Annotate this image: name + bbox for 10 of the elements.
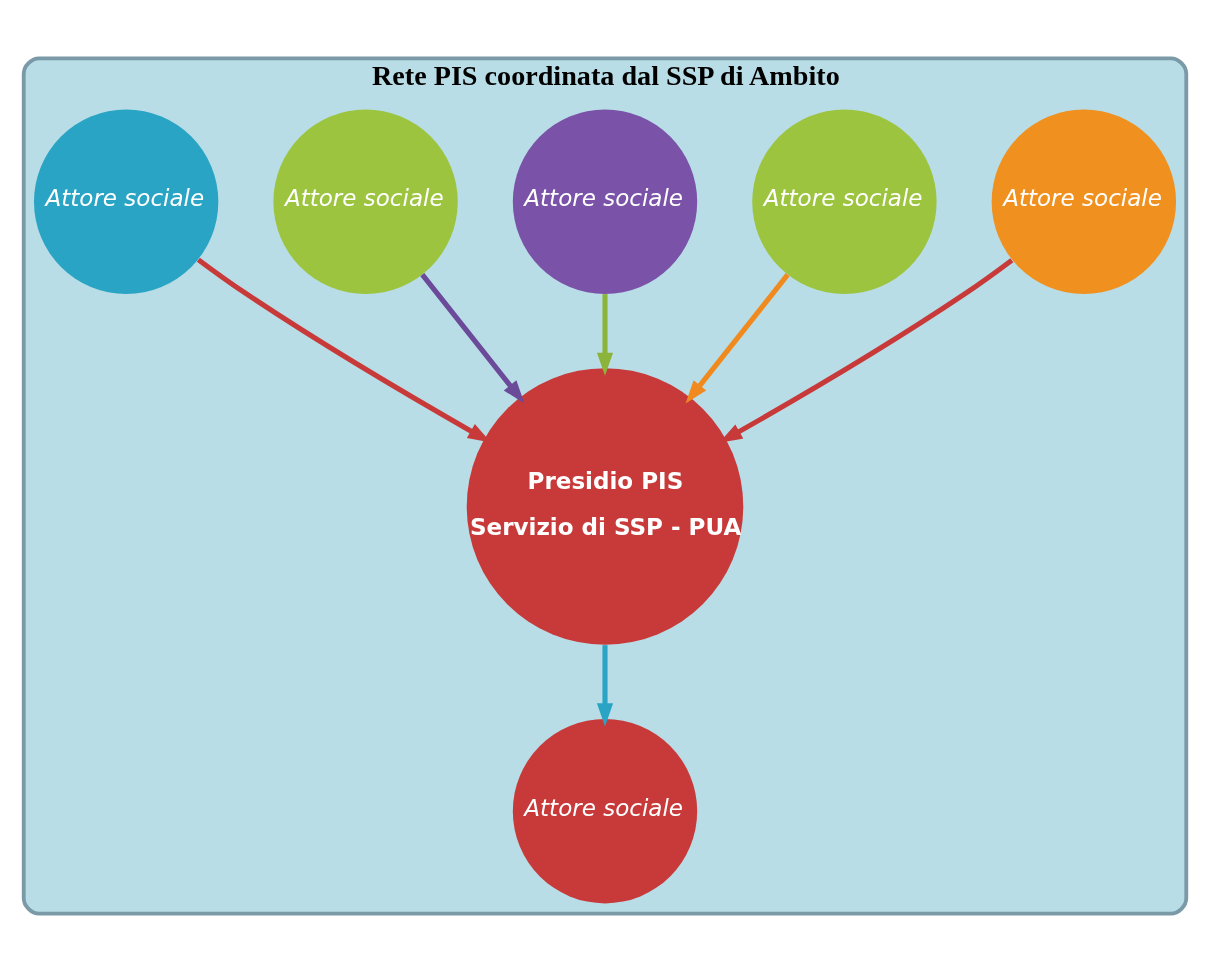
node-circle: Attore sociale [273, 109, 458, 294]
arrow [596, 644, 614, 726]
node-circle: Attore sociale [991, 109, 1177, 294]
arrow [685, 272, 790, 403]
arrow [420, 272, 525, 403]
node-circle: Attore sociale [752, 109, 937, 294]
node-circle: Attore sociale [512, 109, 698, 294]
node-circle: Attore sociale [33, 109, 219, 294]
node-circle: Attore sociale [512, 718, 698, 903]
arrow [596, 293, 614, 376]
